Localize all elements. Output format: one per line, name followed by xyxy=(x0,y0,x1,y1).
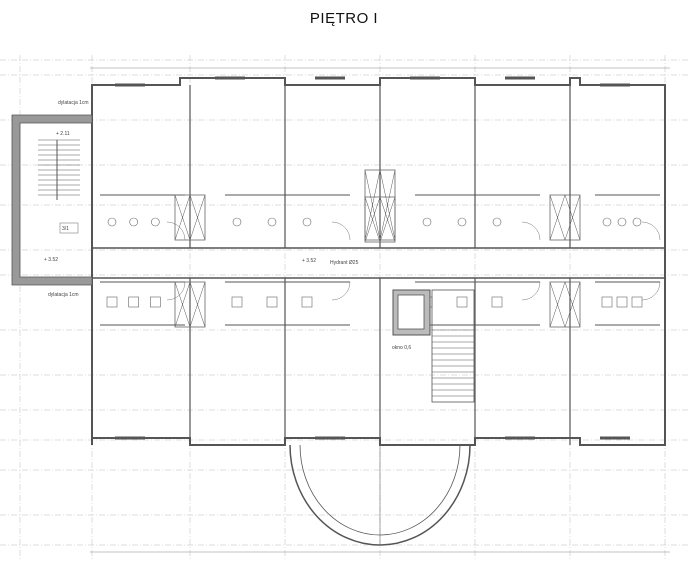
shaft-cross xyxy=(364,196,381,243)
shaft-cross xyxy=(379,169,396,241)
shower-icon xyxy=(616,296,628,308)
stair-room-tag xyxy=(59,222,79,234)
door-swing-icon xyxy=(641,221,661,241)
shaft xyxy=(364,169,396,241)
toilet-icon xyxy=(422,217,432,227)
staircase xyxy=(431,289,475,403)
shaft-cross xyxy=(174,194,191,241)
door-swing-icon xyxy=(166,281,186,301)
shaft-cross xyxy=(549,281,566,328)
shower-icon xyxy=(231,296,243,308)
shaft-cross xyxy=(189,194,206,241)
shaft xyxy=(174,194,206,241)
room-details xyxy=(106,169,661,403)
door-swing-icon xyxy=(331,281,351,301)
shaft-cross xyxy=(564,281,581,328)
door-swing-icon xyxy=(521,221,541,241)
page-title: PIĘTRO I xyxy=(309,10,379,27)
toilet-icon xyxy=(457,217,467,227)
shower-icon xyxy=(456,296,468,308)
walls xyxy=(11,76,666,546)
toilet-icon xyxy=(632,217,642,227)
shower-icon xyxy=(491,296,503,308)
toilet-icon xyxy=(302,217,312,227)
shower-icon xyxy=(266,296,278,308)
toilet-icon xyxy=(107,217,117,227)
shaft-cross xyxy=(564,194,581,241)
shaft xyxy=(549,194,581,241)
stair-level-top-label: + 2.11 xyxy=(56,131,70,137)
shower-icon xyxy=(150,296,161,308)
stair-level-label: + 3.52 xyxy=(44,257,58,263)
toilet-icon xyxy=(617,217,627,227)
shaft-cross xyxy=(379,196,396,243)
shower-icon xyxy=(106,296,118,308)
shower-icon xyxy=(128,296,139,308)
stair-room-label: 3/1 xyxy=(62,226,69,232)
shower-icon xyxy=(631,296,643,308)
shower-icon xyxy=(301,296,313,308)
shaft xyxy=(174,281,206,328)
door-swing-icon xyxy=(331,221,351,241)
shaft xyxy=(549,281,581,328)
shaft-cross xyxy=(174,281,191,328)
stair-tower-wall xyxy=(11,114,93,286)
door-swing-icon xyxy=(641,281,661,301)
shower-icon xyxy=(601,296,613,308)
dilatation-label-top: dylatacja 1cm xyxy=(58,100,89,106)
door-swing-icon xyxy=(166,221,186,241)
toilet-icon xyxy=(602,217,612,227)
toilet-icon xyxy=(267,217,277,227)
toilet-icon xyxy=(129,217,138,227)
shaft-cross xyxy=(549,194,566,241)
toilet-icon xyxy=(151,217,160,227)
hydrant-label: Hydrant Ø25 xyxy=(330,260,359,266)
lift-cabin xyxy=(397,294,425,330)
dilatation-label-bottom: dylatacja 1cm xyxy=(48,292,79,298)
door-swing-icon xyxy=(521,281,541,301)
toilet-icon xyxy=(232,217,242,227)
grid-lines xyxy=(0,55,688,560)
shaft-cross xyxy=(189,281,206,328)
toilet-icon xyxy=(492,217,502,227)
lift-note-label: okno 0,6 xyxy=(392,345,411,351)
corridor-level-label: + 3.52 xyxy=(302,258,316,264)
shaft-cross xyxy=(364,169,381,241)
exterior-wall xyxy=(91,77,666,446)
